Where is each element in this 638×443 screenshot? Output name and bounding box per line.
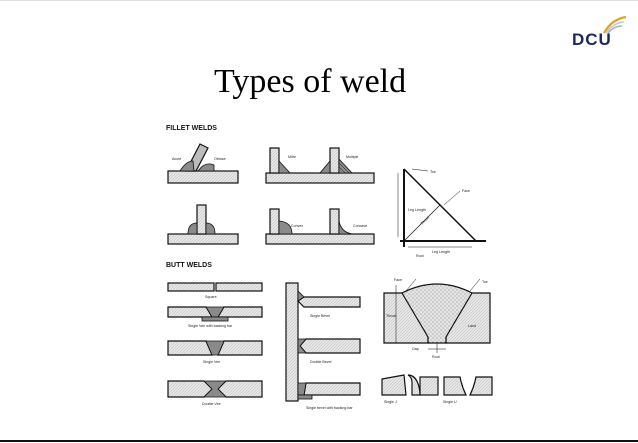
fillet-tee-diagram xyxy=(167,204,239,245)
label-single-vee-backing: Single Vee with backing bar xyxy=(188,324,233,328)
label-fillet-root: Root xyxy=(416,254,424,258)
slide-title: Types of weld xyxy=(214,63,407,100)
butt-welds-heading: BUTT WELDS xyxy=(166,262,212,269)
label-double-bevel: Double Bevel xyxy=(310,360,332,364)
label-single-vee: Single Vee xyxy=(203,360,220,364)
fillet-convex-concave-diagram xyxy=(265,208,375,245)
butt-bevel-diagrams xyxy=(285,282,361,402)
label-single-u: Single U xyxy=(443,400,457,404)
label-butt-root: Root xyxy=(432,355,440,359)
butt-single-j-diagram xyxy=(381,374,439,396)
label-acute: Acute xyxy=(172,157,181,161)
label-fillet-face: Face xyxy=(462,189,470,193)
label-multiple: Multiple xyxy=(346,155,358,159)
label-single-bevel: Single Bevel xyxy=(310,314,330,318)
fillet-welds-heading: FILLET WELDS xyxy=(166,125,217,132)
label-square: Square xyxy=(205,295,217,299)
dcu-logo-arcs-icon xyxy=(603,15,627,34)
butt-square-diagram xyxy=(167,282,263,292)
label-butt-throat: Throat xyxy=(386,314,396,318)
label-butt-face: Face xyxy=(394,278,402,282)
label-mitre: Mitre xyxy=(288,155,296,159)
label-convex: Convex xyxy=(291,224,303,228)
fillet-mitre-multiple-diagram xyxy=(265,147,375,184)
label-double-vee: Double Vee xyxy=(202,402,221,406)
label-single-bevel-backing: Single bevel with backing bar xyxy=(306,406,353,410)
fillet-acute-obtuse-diagram xyxy=(167,143,239,184)
fillet-terminology-diagram xyxy=(397,168,486,248)
label-fillet-throat: Throat xyxy=(420,216,430,226)
butt-terminology-diagram xyxy=(383,278,491,353)
label-butt-toe: Toe xyxy=(482,280,488,284)
label-butt-gap: Gap xyxy=(412,347,419,351)
butt-single-u-diagram xyxy=(443,376,493,396)
label-leg-length-bottom: Leg Length xyxy=(432,250,450,254)
label-fillet-toe: Toe xyxy=(430,170,436,174)
butt-single-vee-diagram xyxy=(167,340,263,356)
label-single-j: Single J xyxy=(384,400,397,404)
label-butt-land: Land xyxy=(468,324,476,328)
label-obtuse: Obtuse xyxy=(214,157,226,161)
dcu-logo: DCU xyxy=(572,30,612,49)
butt-single-vee-backing-diagram xyxy=(167,306,263,322)
label-concave: Concave xyxy=(353,224,367,228)
butt-double-vee-diagram xyxy=(167,380,263,398)
label-leg-length: Leg Length xyxy=(408,208,426,212)
